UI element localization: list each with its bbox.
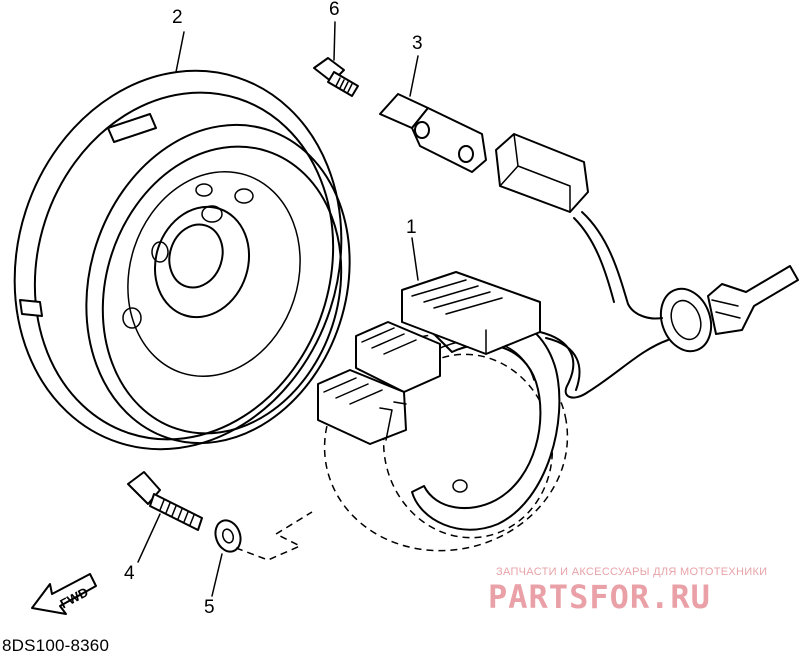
coupler [495,133,589,213]
watermark-logo: PARTSFOR.RU [488,578,711,616]
wire-clamp [379,93,487,173]
diagram-reference-code: 8DS100-8360 [2,636,110,655]
callout-6: 6 [329,0,340,20]
washer [214,519,242,553]
stator-bolt [127,471,203,531]
wire-harness [539,211,799,399]
callout-5: 5 [204,597,215,618]
forward-arrow-icon: FWD [31,573,97,615]
rotor-flywheel [13,69,351,451]
clamp-screw [313,57,359,97]
stator-assembly [317,271,569,552]
callout-2: 2 [172,7,183,28]
leader-lines [137,21,419,597]
callout-1: 1 [406,217,417,238]
callout-3: 3 [412,33,423,54]
callout-4: 4 [124,563,135,584]
watermark-tagline: ЗАПЧАСТИ И АКСЕССУАРЫ ДЛЯ МОТОТЕХНИКИ [496,566,768,578]
